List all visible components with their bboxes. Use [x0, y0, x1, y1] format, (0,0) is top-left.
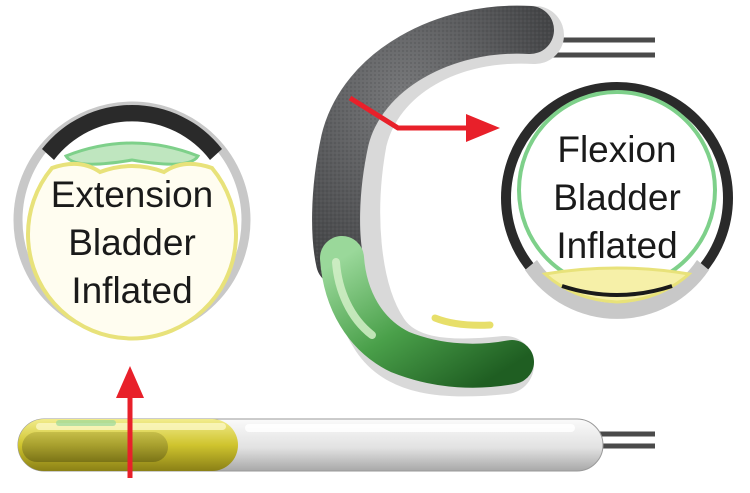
flexion-label-line-1: Flexion: [557, 129, 676, 170]
extension-arrow-head: [116, 366, 144, 398]
straight-white-highlight: [245, 424, 575, 432]
extension-cross-section: Extension Bladder Inflated: [13, 101, 251, 341]
extension-label-line-3: Inflated: [71, 270, 192, 311]
straight-green-strip: [56, 420, 116, 426]
flexion-arrow-head: [466, 114, 500, 142]
callout-arrows: [116, 95, 500, 478]
flexion-arrow-shaft: [348, 95, 470, 131]
flexion-grey-cap: [525, 260, 709, 319]
straight-actuator: [17, 418, 655, 472]
curved-yellow-strip: [431, 314, 494, 329]
flexion-label-line-3: Inflated: [556, 225, 677, 266]
curved-green-highlight: [332, 258, 376, 339]
extension-label-line-2: Bladder: [68, 222, 196, 263]
flexion-black-strip: [561, 284, 673, 297]
extension-dark-cap: [42, 104, 222, 160]
flexion-cross-section: Flexion Bladder Inflated: [501, 82, 733, 319]
curved-sleeve-texture: [313, 6, 553, 285]
curved-actuator: [312, 5, 655, 397]
flexion-label-line-2: Bladder: [553, 177, 681, 218]
extension-label-line-1: Extension: [51, 174, 214, 215]
curved-green-bladder: [320, 236, 534, 388]
straight-yellow-bladder-core: [22, 432, 168, 462]
extension-yellow-bladder: [26, 161, 238, 341]
